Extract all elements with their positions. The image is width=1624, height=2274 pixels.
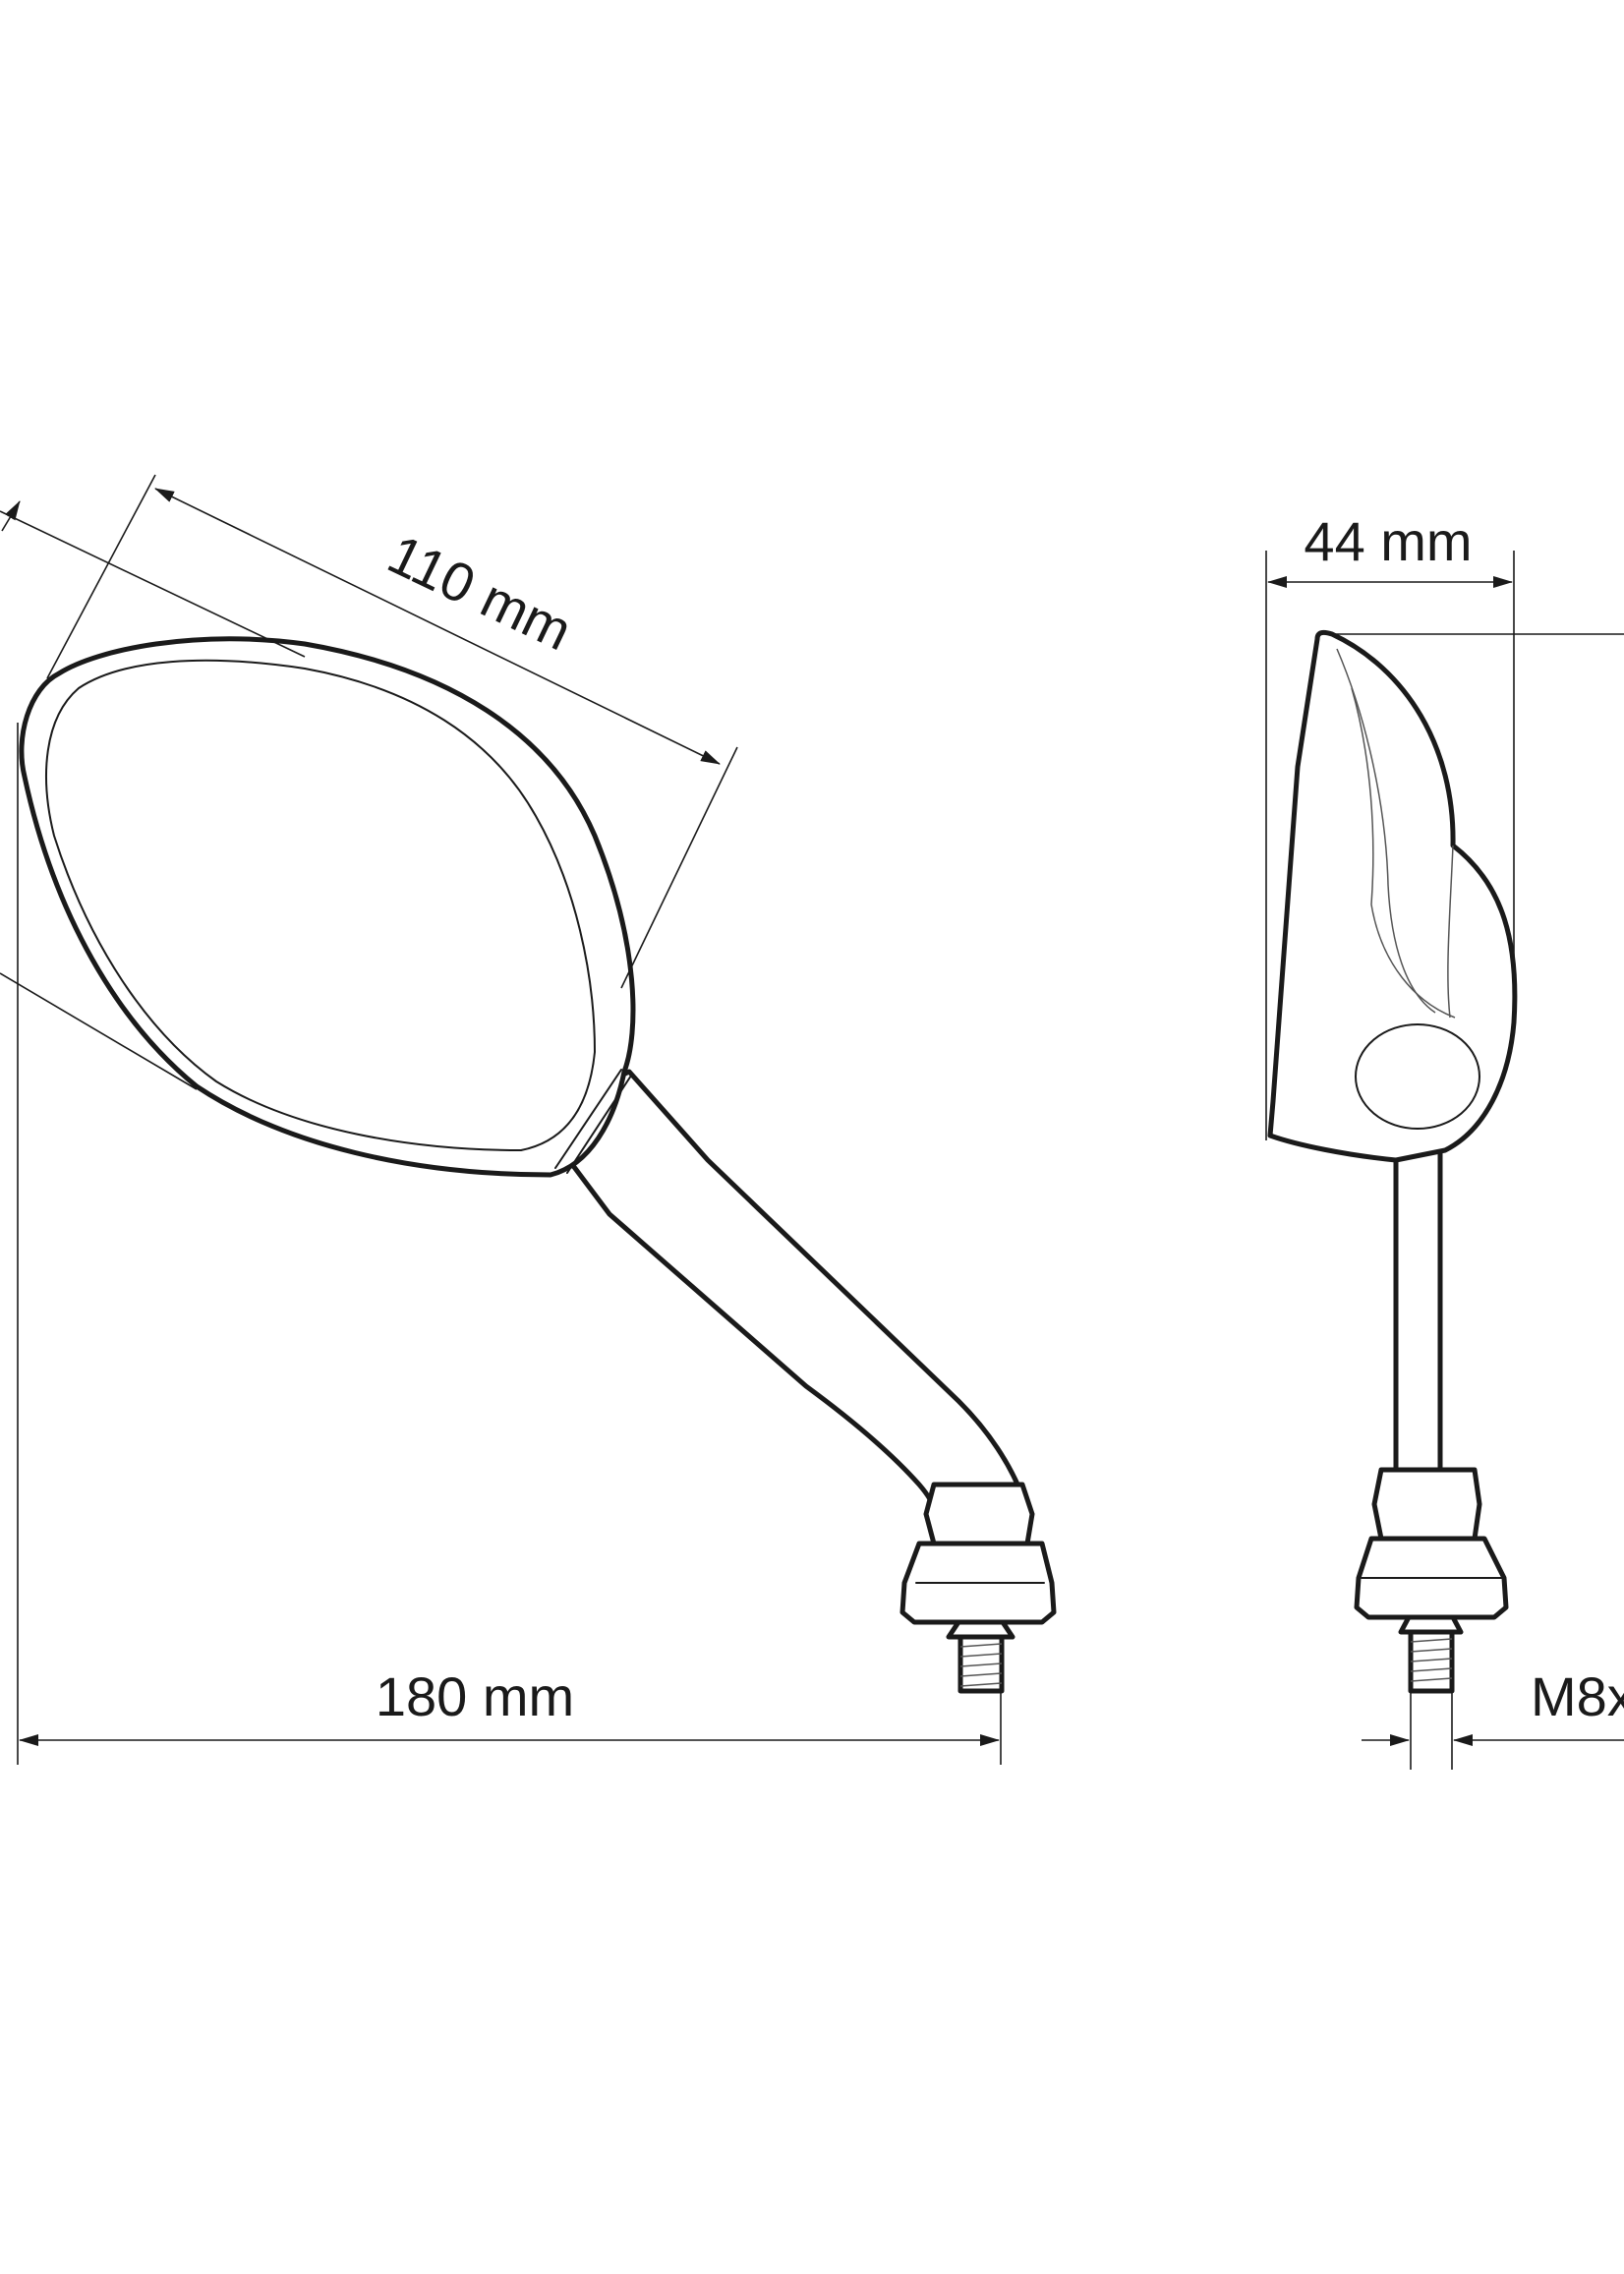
front-mount-boot-upper — [923, 1482, 1035, 1546]
side-housing-inner-curve-2 — [1351, 687, 1456, 1019]
side-nut — [1398, 1614, 1464, 1635]
dimension-height-partial — [0, 500, 306, 1090]
dimension-thread: M8x — [1362, 1665, 1624, 1770]
dim-height-extension-bottom — [0, 972, 198, 1090]
front-bolt-threads — [959, 1643, 1003, 1687]
dim-110-label: 110 mm — [378, 522, 581, 662]
side-ball-joint — [1355, 1023, 1480, 1130]
front-nut — [946, 1619, 1015, 1640]
dimension-depth: 44 mm — [1265, 510, 1624, 1140]
dim-thread-label: M8x — [1531, 1665, 1624, 1727]
dim-110-extension-right — [620, 746, 738, 989]
side-mirror-housing — [1267, 629, 1518, 1163]
side-mirror-arm — [1393, 1128, 1443, 1487]
dimension-total-width: 180 mm — [17, 723, 1002, 1765]
side-housing-inner-curve-1 — [1336, 648, 1436, 1014]
dim-110-line — [154, 488, 721, 765]
dim-height-arrow — [1, 500, 21, 532]
front-neck-join — [554, 1069, 632, 1174]
front-mirror-arm — [562, 1069, 1030, 1512]
side-view — [1267, 629, 1518, 1694]
front-view — [19, 636, 1057, 1694]
dim-height-extension-top — [0, 510, 306, 658]
dim-44-label: 44 mm — [1304, 510, 1472, 572]
side-bolt-threads — [1410, 1638, 1453, 1682]
dim-110-extension-left — [46, 474, 156, 679]
dim-180-label: 180 mm — [376, 1665, 574, 1727]
side-mount-boot-upper — [1371, 1467, 1482, 1542]
side-housing-inner-curve-3 — [1447, 845, 1454, 1019]
front-mirror-housing — [19, 636, 636, 1178]
